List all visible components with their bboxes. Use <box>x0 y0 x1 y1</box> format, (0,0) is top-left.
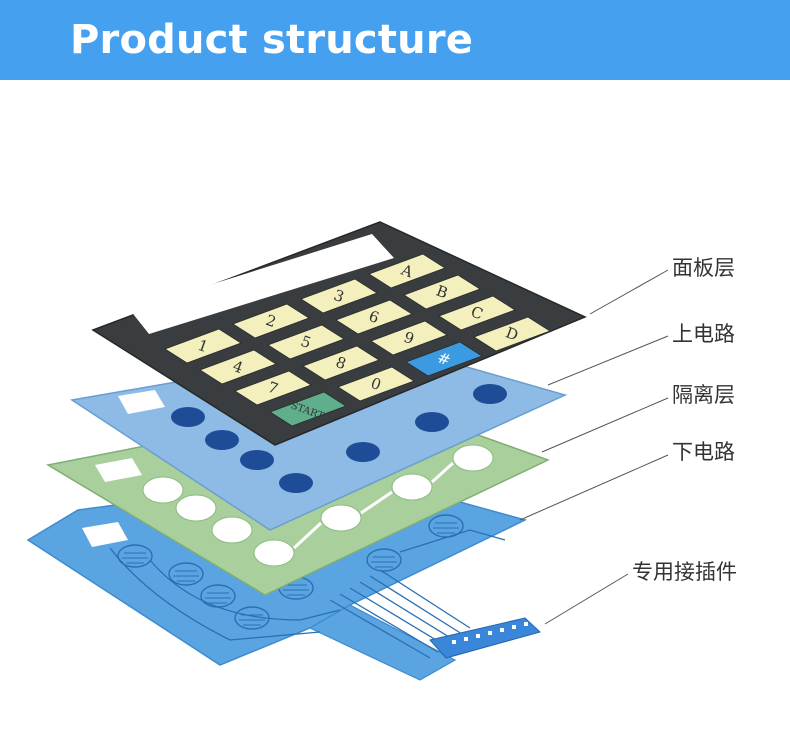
key-label-d: D <box>503 323 520 344</box>
page-title: Product structure <box>70 17 474 63</box>
key-7 <box>234 370 312 406</box>
key-1 <box>164 328 242 364</box>
key-9 <box>370 320 448 356</box>
label-lower-circuit: 下电路 <box>672 440 735 464</box>
key-d <box>473 316 551 352</box>
key-0 <box>337 366 415 402</box>
leader-lines <box>519 269 669 625</box>
key-label-hash: # <box>435 348 453 369</box>
key-2 <box>232 303 310 339</box>
key-b <box>403 274 481 310</box>
key-4 <box>199 349 277 385</box>
key-8 <box>302 345 380 381</box>
key-5 <box>267 324 345 360</box>
label-connector: 专用接插件 <box>632 560 737 584</box>
label-panel-layer: 面板层 <box>672 256 735 280</box>
label-spacer-layer: 隔离层 <box>672 383 735 407</box>
connector <box>429 617 541 659</box>
key-6 <box>335 299 413 335</box>
header-bar: Product structure <box>0 0 790 80</box>
key-start <box>269 391 347 427</box>
key-3 <box>300 278 378 314</box>
key-c <box>438 295 516 331</box>
key-a <box>368 253 446 289</box>
label-upper-circuit: 上电路 <box>672 322 735 346</box>
key-hash <box>405 341 483 377</box>
